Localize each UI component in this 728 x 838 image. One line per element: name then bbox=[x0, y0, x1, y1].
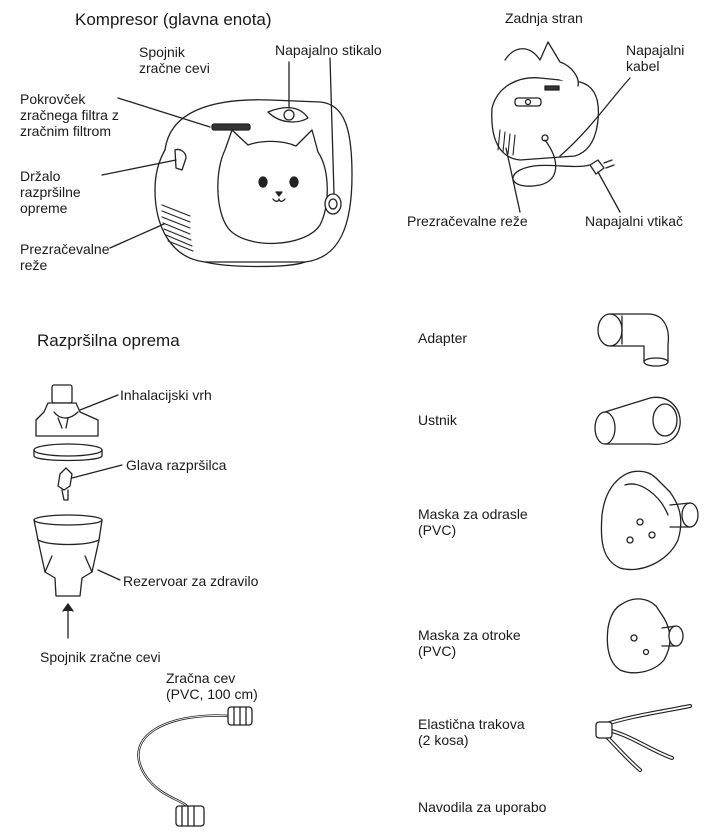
child-mask-illustration bbox=[607, 599, 683, 673]
adult-mask-illustration bbox=[601, 471, 698, 569]
label-nebulizer-head: Glava razpršilca bbox=[126, 457, 226, 473]
label-inhalation-top: Inhalacijski vrh bbox=[120, 387, 212, 403]
label-medication-tank: Rezervoar za zdravilo bbox=[123, 573, 258, 589]
nebulizer-kit-illustration bbox=[34, 385, 122, 638]
back-side-illustration bbox=[492, 42, 630, 212]
compressor-illustration bbox=[102, 58, 352, 267]
compressor-title: Kompresor (glavna enota) bbox=[75, 10, 272, 30]
label-power-plug: Napajalni vtikač bbox=[585, 213, 683, 229]
label-air-tube-connector-compressor: Spojnik zračne cevi bbox=[139, 44, 210, 76]
back-side-title: Zadnja stran bbox=[505, 10, 583, 26]
air-tube-illustration bbox=[138, 707, 252, 826]
label-adapter: Adapter bbox=[418, 330, 467, 346]
label-mouthpiece: Ustnik bbox=[418, 412, 457, 428]
mouthpiece-illustration bbox=[595, 397, 680, 444]
label-compressor-vents: Prezračevalne reže bbox=[20, 241, 110, 273]
label-manual: Navodila za uporabo bbox=[418, 799, 546, 815]
straps-illustration bbox=[596, 706, 690, 770]
adapter-illustration bbox=[598, 314, 668, 366]
label-adult-mask: Maska za odrasle (PVC) bbox=[418, 506, 528, 538]
label-air-tube-connector-kit: Spojnik zračne cevi bbox=[40, 649, 161, 665]
label-back-vents: Prezračevalne reže bbox=[407, 213, 528, 229]
label-child-mask: Maska za otroke (PVC) bbox=[418, 627, 521, 659]
label-air-filter-cover: Pokrovček zračnega filtra z zračnim filt… bbox=[20, 91, 119, 139]
label-power-cable: Napajalni kabel bbox=[626, 42, 684, 74]
label-nebulizer-holder: Držalo razpršilne opreme bbox=[20, 168, 81, 216]
label-straps: Elastična trakova (2 kosa) bbox=[418, 716, 525, 748]
nebulizer-kit-title: Razpršilna oprema bbox=[37, 331, 180, 351]
label-power-switch: Napajalno stikalo bbox=[275, 42, 382, 58]
label-air-tube: Zračna cev (PVC, 100 cm) bbox=[166, 670, 258, 702]
